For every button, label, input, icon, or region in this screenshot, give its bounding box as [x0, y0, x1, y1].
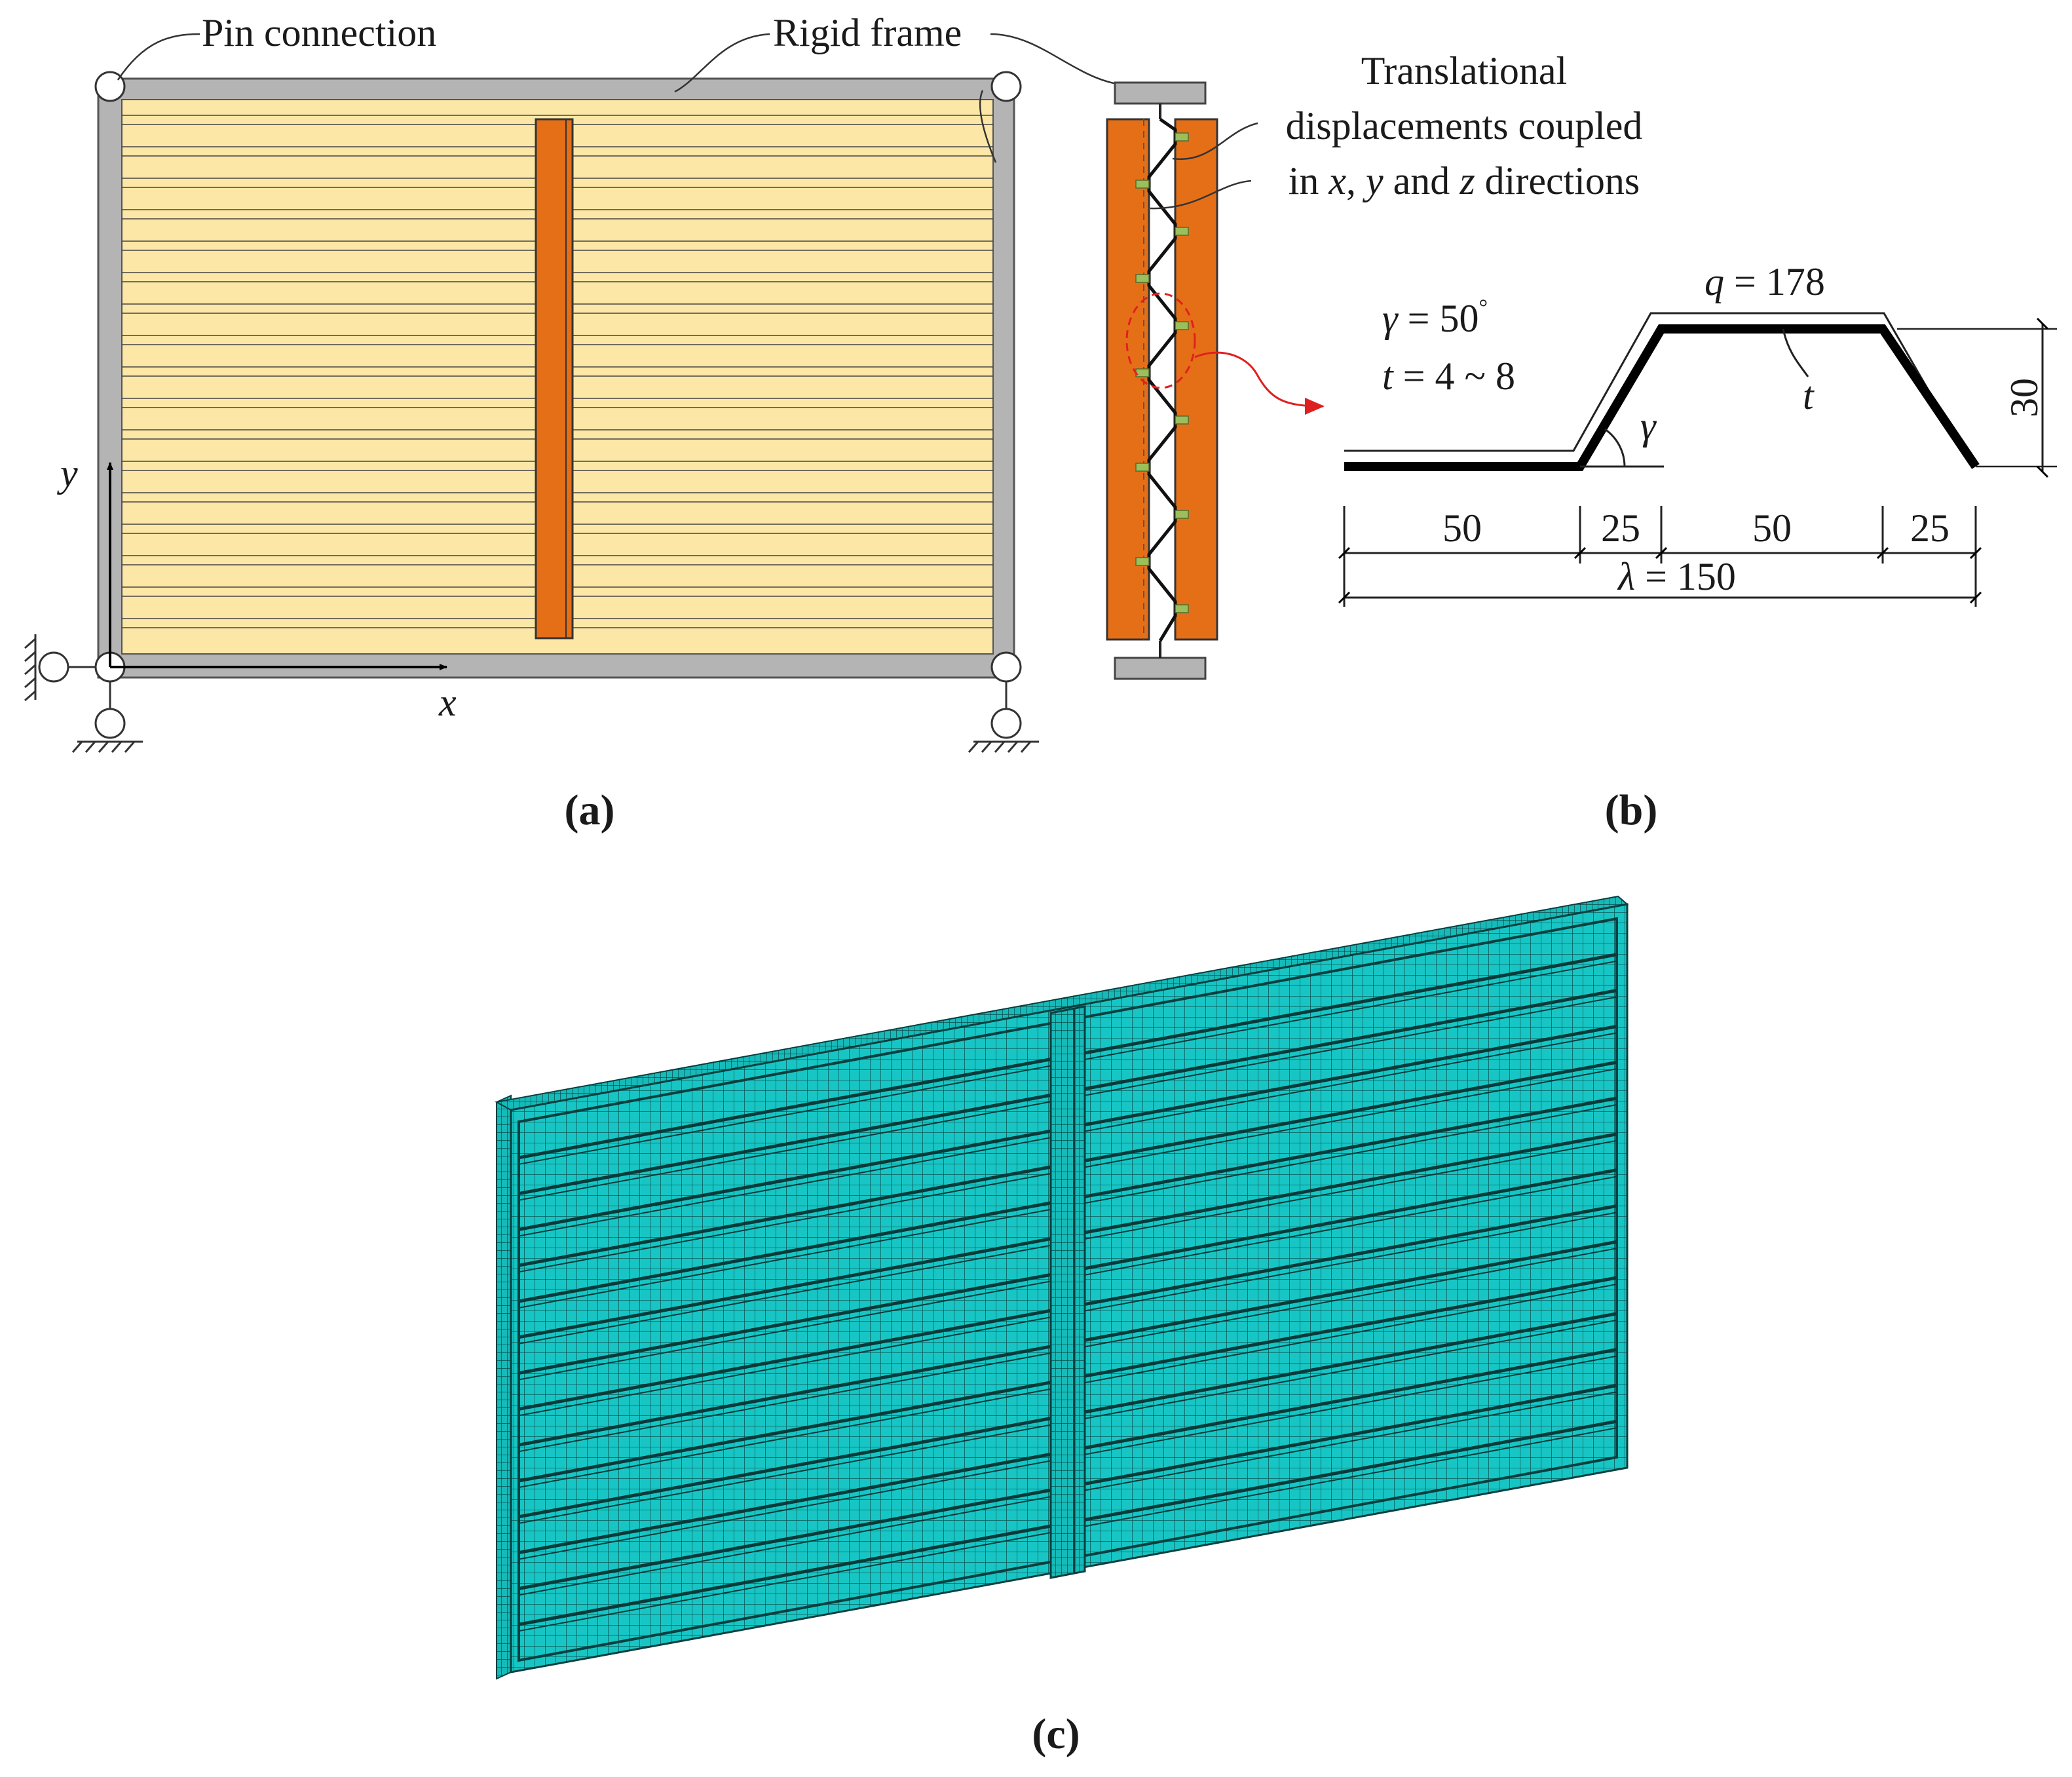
connector	[1175, 510, 1189, 519]
frame-leader-1	[674, 33, 770, 93]
caption-c: (c)	[1032, 1710, 1080, 1758]
caption-a: (a)	[565, 786, 615, 834]
connector	[1135, 180, 1150, 189]
section-bottom-plate	[1114, 657, 1207, 680]
pin-bottom-right	[990, 651, 1022, 683]
pin-top-right	[990, 71, 1022, 102]
connector	[1135, 557, 1150, 566]
dim-incline-right: 25	[1910, 506, 1950, 550]
pin-leader	[117, 33, 200, 81]
panel-b: γ = 50° t = 4 ~ 8 q = 178 γ t 30 50	[1338, 260, 2057, 834]
connector	[1135, 463, 1150, 472]
connector	[1135, 274, 1150, 283]
coupling-leader-2	[1150, 180, 1252, 210]
thickness-value: t = 4 ~ 8	[1382, 354, 1515, 398]
coupling-label-line2: displacements coupled	[1286, 104, 1643, 147]
q-value: q = 178	[1705, 260, 1825, 303]
dim-incline-left: 25	[1601, 506, 1640, 550]
frame-leader-3	[990, 33, 1126, 86]
pin-connection-label: Pin connection	[202, 11, 436, 54]
coupling-leader-1	[1172, 122, 1258, 161]
connectors	[1135, 132, 1189, 613]
connector	[1175, 604, 1189, 613]
support-right	[968, 681, 1039, 753]
mesh-edge-left	[496, 1094, 512, 1680]
section-corrugated-plate	[1147, 117, 1177, 642]
gamma-mark: γ	[1640, 404, 1657, 448]
section-view	[1106, 81, 1325, 680]
connector	[1175, 227, 1189, 236]
corrugation-profile-outline	[1344, 312, 1969, 459]
detail-callout	[1125, 292, 1196, 389]
connector	[1135, 368, 1150, 377]
rigid-frame-label: Rigid frame	[773, 11, 962, 54]
wavelength-dim: λ = 150	[1617, 555, 1736, 598]
support-left	[24, 634, 143, 753]
caption-b: (b)	[1605, 786, 1658, 834]
t-mark: t	[1803, 374, 1815, 417]
gamma-value: γ = 50°	[1382, 296, 1488, 340]
dimension-lines	[1338, 506, 1982, 607]
height-dim: 30	[2003, 378, 2046, 417]
t-leader	[1782, 328, 1809, 377]
stiffener	[535, 118, 574, 640]
gamma-arc	[1604, 428, 1626, 467]
connector	[1175, 415, 1189, 425]
connector	[1175, 321, 1189, 330]
corrugation-profile	[1344, 324, 1980, 471]
coupling-label-line3: in x, y and z directions	[1289, 159, 1640, 202]
panel-a: x y Pin connection Rigid frame Translati…	[24, 11, 1643, 834]
connector	[1175, 132, 1189, 142]
section-top-plate	[1114, 81, 1207, 105]
coupling-label-line1: Translational	[1361, 49, 1567, 92]
axis-x-label: x	[438, 681, 457, 724]
dim-flat-left: 50	[1442, 506, 1482, 550]
section-stiffener-right	[1174, 118, 1218, 641]
mesh-frame-border	[518, 917, 1618, 1662]
axis-y-label: y	[56, 451, 78, 495]
mesh-stiffener	[1049, 1005, 1086, 1579]
pin-top-left	[94, 71, 126, 102]
dim-flat-top: 50	[1752, 506, 1792, 550]
panel-c: (c)	[495, 895, 1629, 1758]
frame-leader-2	[979, 90, 997, 163]
detail-arrow	[1194, 351, 1325, 415]
